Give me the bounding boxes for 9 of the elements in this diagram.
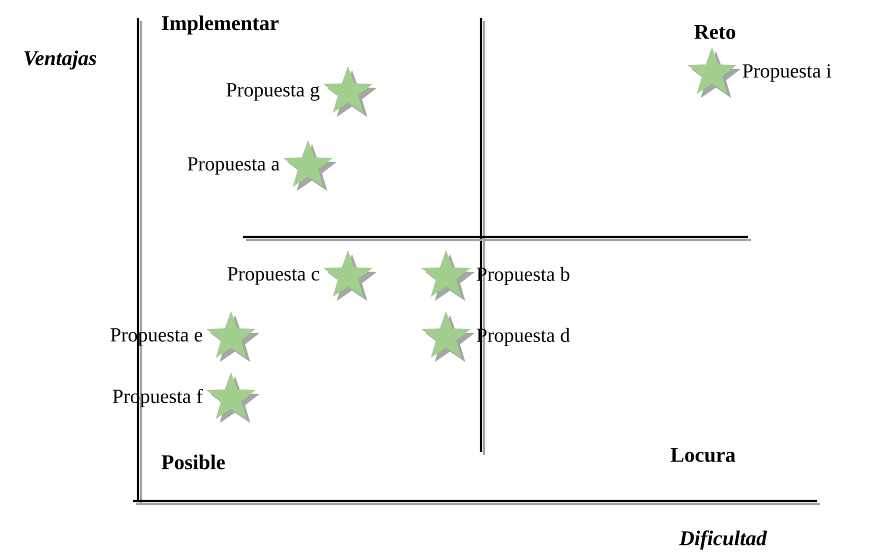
star-label: Propuesta g: [226, 83, 320, 101]
quadrant-label: Locura: [670, 448, 736, 462]
star-label: Propuesta i: [742, 64, 832, 82]
axis-label: Ventajas: [24, 50, 96, 70]
star-label: Propuesta c: [228, 267, 320, 285]
star-label: Propuesta a: [188, 157, 280, 175]
axis-label: Dificultad: [679, 530, 768, 550]
quadrant-label: Posible: [162, 454, 225, 470]
quadrant-label: Implementar: [162, 15, 279, 34]
